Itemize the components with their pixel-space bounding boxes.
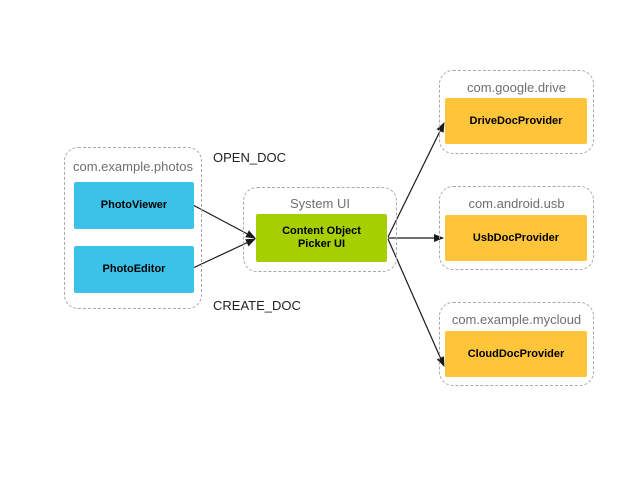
- group-usb-label: com.android.usb: [468, 196, 565, 211]
- edge-photoviewer-to-picker: [192, 204, 256, 239]
- group-usb: com.android.usb: [439, 186, 594, 270]
- edge-label-open-doc: OPEN_DOC: [213, 150, 286, 165]
- edge-picker-to-drive: [387, 122, 445, 238]
- group-mycloud-label: com.example.mycloud: [451, 312, 582, 327]
- group-system-ui-label: System UI: [290, 196, 350, 211]
- edge-label-create-doc: CREATE_DOC: [213, 298, 301, 313]
- group-drive-label: com.google.drive: [467, 80, 566, 95]
- edge-picker-to-cloud: [387, 238, 445, 367]
- edge-photoeditor-to-picker: [192, 238, 256, 269]
- node-photo-viewer: PhotoViewer: [74, 182, 194, 229]
- group-photos-label: com.example.photos: [73, 159, 193, 174]
- node-usb-doc-provider: UsbDocProvider: [445, 215, 587, 261]
- group-system-ui: System UI: [243, 187, 397, 272]
- group-mycloud: com.example.mycloud: [439, 302, 594, 386]
- group-photos: com.example.photos: [64, 147, 202, 309]
- node-photo-editor: PhotoEditor: [74, 246, 194, 293]
- node-drive-doc-provider: DriveDocProvider: [445, 98, 587, 144]
- node-content-object-picker: Content Object Picker UI: [256, 214, 387, 262]
- node-cloud-doc-provider: CloudDocProvider: [445, 331, 587, 377]
- group-drive: com.google.drive: [439, 70, 594, 154]
